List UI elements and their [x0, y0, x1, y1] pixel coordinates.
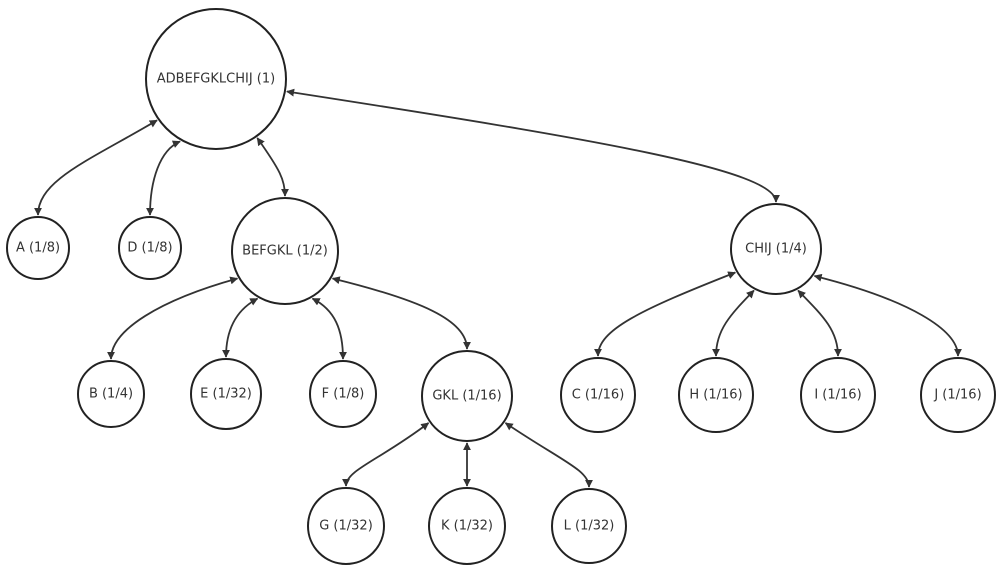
- node-g: G (1/32): [307, 487, 385, 565]
- node-circle: [428, 487, 506, 565]
- edge-chij-c: [594, 271, 737, 357]
- node-circle: [6, 216, 70, 280]
- node-root: ADBEFGKLCHIJ (1): [145, 8, 287, 150]
- edge-chij-h: [712, 289, 755, 357]
- node-circle: [421, 350, 513, 442]
- node-circle: [920, 357, 996, 433]
- node-befgkl: BEFGKL (1/2): [231, 197, 339, 305]
- edge-gkl-l: [504, 422, 593, 488]
- node-label: E (1/32): [200, 387, 252, 402]
- edge-befgkl-gkl: [331, 276, 471, 350]
- node-circle: [551, 488, 627, 564]
- node-label: J (1/16): [933, 388, 981, 403]
- node-label: A (1/8): [16, 241, 60, 256]
- node-a: A (1/8): [6, 216, 70, 280]
- node-circle: [231, 197, 339, 305]
- edge-chij-i: [797, 289, 842, 357]
- node-circle: [309, 360, 377, 428]
- node-circle: [730, 203, 822, 295]
- node-f: F (1/8): [309, 360, 377, 428]
- node-circle: [77, 360, 145, 428]
- edge-root-befgkl: [256, 137, 289, 197]
- edge-befgkl-b: [107, 276, 239, 360]
- node-c: C (1/16): [560, 357, 636, 433]
- node-b: B (1/4): [77, 360, 145, 428]
- node-label: CHIJ (1/4): [745, 242, 807, 257]
- edge-befgkl-e: [222, 297, 259, 358]
- node-chij: CHIJ (1/4): [730, 203, 822, 295]
- node-circle: [678, 357, 754, 433]
- node-circle: [800, 357, 876, 433]
- node-e: E (1/32): [190, 358, 262, 430]
- edge-root-d: [146, 140, 181, 216]
- edge-gkl-g: [342, 422, 430, 487]
- node-h: H (1/16): [678, 357, 754, 433]
- node-label: L (1/32): [564, 519, 615, 534]
- nodes-layer: ADBEFGKLCHIJ (1) A (1/8) D (1/8) BEFGKL (1/…: [6, 8, 996, 565]
- node-label: BEFGKL (1/2): [242, 244, 328, 259]
- node-gkl: GKL (1/16): [421, 350, 513, 442]
- node-circle: [118, 216, 182, 280]
- edge-chij-j: [813, 273, 962, 357]
- node-circle: [307, 487, 385, 565]
- edge-root-chij: [286, 88, 780, 203]
- node-circle: [560, 357, 636, 433]
- node-label: K (1/32): [441, 519, 493, 534]
- edges-layer: [34, 88, 962, 488]
- node-label: C (1/16): [572, 388, 625, 403]
- node-label: ADBEFGKLCHIJ (1): [157, 72, 275, 87]
- node-d: D (1/8): [118, 216, 182, 280]
- node-label: H (1/16): [689, 388, 742, 403]
- node-k: K (1/32): [428, 487, 506, 565]
- node-label: D (1/8): [127, 241, 172, 256]
- node-label: F (1/8): [322, 387, 365, 402]
- node-circle: [145, 8, 287, 150]
- node-label: GKL (1/16): [432, 389, 501, 404]
- node-j: J (1/16): [920, 357, 996, 433]
- node-label: I (1/16): [814, 388, 861, 403]
- edge-root-a: [34, 119, 158, 216]
- node-label: G (1/32): [319, 519, 373, 534]
- node-i: I (1/16): [800, 357, 876, 433]
- node-l: L (1/32): [551, 488, 627, 564]
- edge-befgkl-f: [311, 297, 347, 360]
- node-label: B (1/4): [89, 387, 133, 402]
- node-circle: [190, 358, 262, 430]
